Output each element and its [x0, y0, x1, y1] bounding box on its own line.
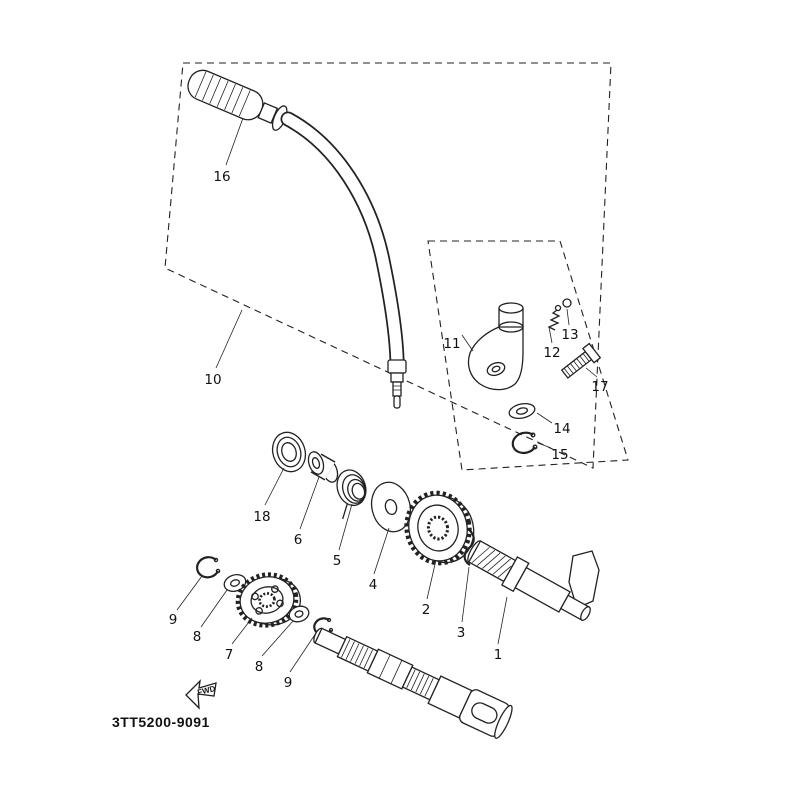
bearing [271, 431, 307, 473]
callout-6: 6 [294, 532, 303, 548]
ratchet-plate [568, 550, 600, 609]
callout-1: 1 [494, 647, 503, 663]
fwd-arrow: FWD [185, 679, 217, 710]
callout-16: 16 [213, 169, 230, 185]
callout-12: 12 [543, 345, 560, 361]
callout-8-left: 8 [193, 629, 202, 645]
kick-spring [336, 469, 367, 520]
callout-10: 10 [204, 372, 221, 388]
diagram-code: 3TT5200-9091 [112, 714, 210, 730]
collar [307, 451, 339, 483]
washer-8-left [223, 574, 247, 592]
callout-13: 13 [561, 327, 578, 343]
callout-4: 4 [369, 577, 378, 593]
clip-spring [547, 304, 562, 331]
callout-9-left: 9 [169, 612, 178, 628]
callouts: 16 10 11 12 13 17 14 15 18 6 5 4 2 3 1 9… [169, 169, 609, 691]
circlip-15 [511, 431, 538, 455]
idle-gear [235, 572, 301, 628]
kick-gear [404, 490, 475, 566]
callout-18: 18 [253, 509, 270, 525]
callout-11: 11 [443, 336, 460, 352]
callout-14: 14 [553, 421, 570, 437]
callout-15: 15 [551, 447, 568, 463]
callout-3: 3 [457, 625, 466, 641]
callout-2: 2 [422, 602, 431, 618]
kick-clip [463, 528, 475, 566]
fwd-label: FWD [196, 684, 216, 697]
spring-cover [370, 481, 412, 533]
callout-5: 5 [333, 553, 342, 569]
callout-9-right: 9 [284, 675, 293, 691]
kick-boss [467, 302, 524, 391]
callout-8-right: 8 [255, 659, 264, 675]
circlip-9-left [196, 556, 221, 579]
leader-lines [176, 117, 598, 673]
callout-7: 7 [225, 647, 234, 663]
kick-shaft [467, 540, 591, 621]
washer-14 [508, 402, 536, 420]
callout-17: 17 [591, 379, 608, 395]
ball [562, 298, 572, 308]
main-axle [313, 627, 513, 739]
kick-lever [187, 69, 407, 409]
assembly-dashed-boxes [164, 62, 629, 471]
bolt [560, 342, 602, 379]
washer-8-right [288, 605, 310, 623]
